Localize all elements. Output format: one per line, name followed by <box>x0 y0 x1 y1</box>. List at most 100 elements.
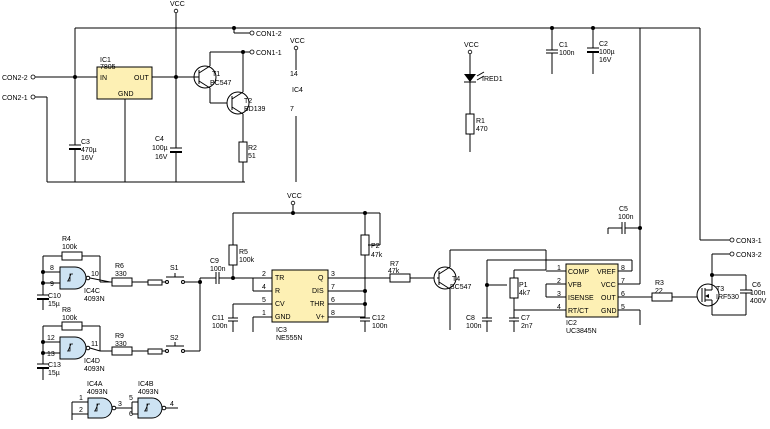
ic4d-pin-11: 11 <box>91 341 98 348</box>
ic3-pin-3-num: 3 <box>331 271 335 278</box>
s1-ref: S1 <box>170 265 179 272</box>
ic2-pin-3-num: 3 <box>557 291 561 298</box>
ic3-value: NE555N <box>276 335 302 342</box>
r1-ref: R1 <box>476 118 485 125</box>
r4-value: 100k <box>62 244 78 251</box>
ic3-ref: IC3 <box>276 327 287 334</box>
r7-ref: R7 <box>390 261 399 268</box>
con3-2-terminal[interactable] <box>729 251 735 257</box>
c13-ref: C13 <box>48 362 61 369</box>
p1-ref: P1 <box>519 282 528 289</box>
ic4b-pin-6: 6 <box>129 411 133 418</box>
r5-value: 100k <box>239 257 255 264</box>
r1-value: 470 <box>476 126 488 133</box>
c2-voltage: 16V <box>599 57 612 64</box>
c8-ref: C8 <box>466 315 475 322</box>
ic4c-gate <box>59 266 87 290</box>
con1-2-terminal[interactable] <box>249 30 255 36</box>
ic4d-gate <box>59 336 87 360</box>
c6-ref: C6 <box>752 282 761 289</box>
c5-value: 100n <box>618 214 634 221</box>
ic2-pin-out: OUT <box>601 295 617 302</box>
ic2-pin-7-num: 7 <box>621 278 625 285</box>
c6-value: 100n <box>750 290 766 297</box>
ic2-pin-isense: ISENSE <box>568 295 594 302</box>
con2-1-terminal[interactable] <box>30 94 36 100</box>
ic2-pin-2-num: 2 <box>557 278 561 285</box>
r8-ref: R8 <box>62 307 71 314</box>
ic4a-ref: IC4A <box>87 381 103 388</box>
ic4a-gate <box>87 397 113 419</box>
ic4b-pin-5: 5 <box>129 395 133 402</box>
ic2-pin-4-num: 4 <box>557 304 561 311</box>
ired1-ref: IRED1 <box>482 76 503 83</box>
t1-ref: T1 <box>212 71 220 78</box>
p2-ref: P2 <box>371 243 380 250</box>
r2-value: 51 <box>248 153 256 160</box>
ic3-pin-cv: CV <box>275 301 285 308</box>
ic4a-pin-1: 1 <box>79 395 83 402</box>
r8-value: 100k <box>62 315 78 322</box>
ic4d-pin-12: 12 <box>47 335 55 342</box>
p1-value: 4k7 <box>519 290 530 297</box>
con2-2-terminal[interactable] <box>30 74 36 80</box>
ic4c-ref: IC4C <box>84 288 100 295</box>
s2-ref: S2 <box>170 335 179 342</box>
ic3-pin-2-num: 2 <box>262 271 266 278</box>
t2-ref: T2 <box>244 98 252 105</box>
ic1-value: 7805 <box>100 64 116 71</box>
ic4c-pin-9: 9 <box>50 281 54 288</box>
con2-1-label: CON2-1 <box>2 95 28 102</box>
vcc-label-ired: VCC <box>464 42 479 49</box>
con1-1-terminal[interactable] <box>249 49 255 55</box>
ic3-pin-tr: TR <box>275 275 284 282</box>
c4-ref: C4 <box>155 136 164 143</box>
ic4d-value: 4093N <box>84 366 105 373</box>
ic3-ne555 <box>271 269 329 323</box>
ic4-pin-7: 7 <box>290 106 294 113</box>
c12-ref: C12 <box>372 315 385 322</box>
ic3-pin-7-num: 7 <box>331 284 335 291</box>
ic4-ref: IC4 <box>292 87 303 94</box>
r5-ref: R5 <box>239 249 248 256</box>
t3-ref: T3 <box>716 286 724 293</box>
power-supply-section: CON1-2 CON2-2 CON2-1 IC1 7805 IN OUT GND… <box>2 1 641 240</box>
t2-value: BD139 <box>244 106 266 113</box>
con1-2-label: CON1-2 <box>256 31 282 38</box>
ic4b-value: 4093N <box>138 389 159 396</box>
ic2-uc3845 <box>565 263 619 318</box>
t3-value: IRF530 <box>716 294 739 301</box>
ic2-pin-5-num: 5 <box>621 304 625 311</box>
ic2-ref: IC2 <box>566 320 577 327</box>
ic2-pin-6-num: 6 <box>621 291 625 298</box>
ic3-pin-5-num: 5 <box>262 297 266 304</box>
ic3-pin-vp: V+ <box>316 314 325 321</box>
pwm-section: T4 BC547 C8 100n P1 4k7 C7 2n7 COMP VFB … <box>433 27 767 335</box>
con3-1-terminal[interactable] <box>729 237 735 243</box>
c7-ref: C7 <box>521 315 530 322</box>
ic1-ref: IC1 <box>100 57 111 64</box>
con1-1-label: CON1-1 <box>256 50 282 57</box>
ic2-pin-1-num: 1 <box>557 265 561 272</box>
ic4b-gate <box>137 397 163 419</box>
p2-value: 47k <box>371 252 383 259</box>
ic4d-pin-13: 13 <box>47 351 55 358</box>
ic3-pin-1-num: 1 <box>262 310 266 317</box>
gate-section: R4 100k 8 9 10 IC4C 4093N C10 15µ R6 330 <box>37 236 202 420</box>
ic4a-pin-2: 2 <box>79 407 83 414</box>
c9-ref: C9 <box>210 258 219 265</box>
ic1-pin-in: IN <box>100 75 107 82</box>
ic3-pin-6-num: 6 <box>331 297 335 304</box>
ic2-pin-vfb: VFB <box>568 282 582 289</box>
timer-section: VCC R5 100k P2 47k TR R CV GND Q DIS THR… <box>200 193 437 342</box>
ic4c-value: 4093N <box>84 296 105 303</box>
t1-value: BC547 <box>210 80 232 87</box>
r3-ref: R3 <box>655 280 664 287</box>
t4-ref: T4 <box>452 276 460 283</box>
ic4c-pin-8: 8 <box>50 265 54 272</box>
c11-value: 100n <box>212 323 228 330</box>
r6-value: 330 <box>115 271 127 278</box>
c4-value: 100µ <box>152 145 168 152</box>
c1-ref: C1 <box>559 42 568 49</box>
